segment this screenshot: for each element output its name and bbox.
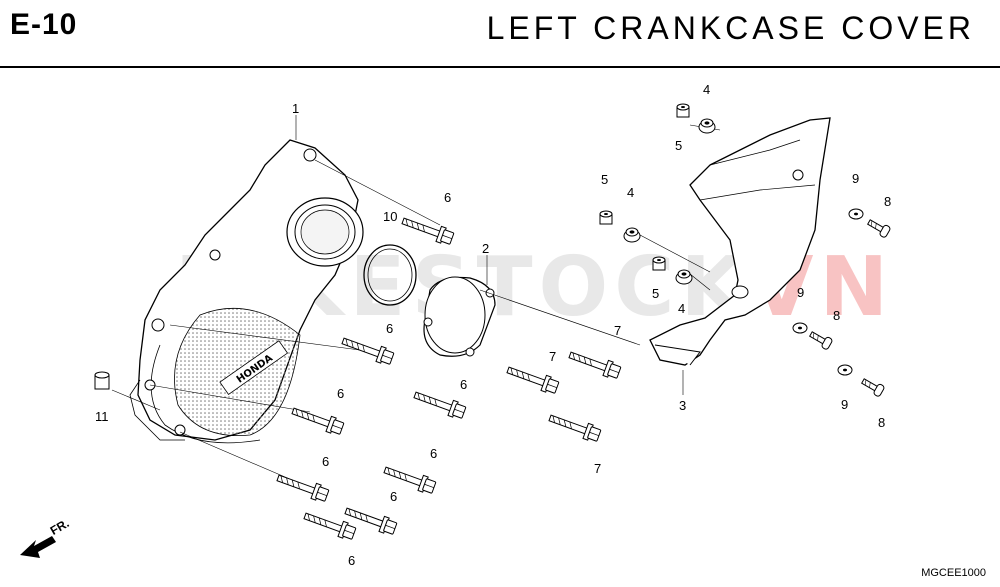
callout-11: 11 — [95, 409, 109, 424]
callout-6: 6 — [386, 321, 393, 336]
callout-6: 6 — [444, 190, 451, 205]
cap-cover — [423, 276, 496, 357]
callout-8: 8 — [884, 194, 891, 209]
page-title: LEFT CRANKCASE COVER — [486, 10, 975, 46]
sprocket-cover — [649, 117, 831, 366]
section-code: E-10 — [10, 8, 78, 41]
callout-9: 9 — [797, 285, 804, 300]
callout-6: 6 — [460, 377, 467, 392]
callout-4: 4 — [627, 185, 634, 200]
header-divider — [0, 66, 1000, 68]
callout-5: 5 — [601, 172, 608, 187]
dowel-pin — [94, 371, 110, 390]
callout-6: 6 — [337, 386, 344, 401]
callout-6: 6 — [322, 454, 329, 469]
callout-7: 7 — [549, 349, 556, 364]
callout-8: 8 — [833, 308, 840, 323]
callout-labels: 1 2 3 4 4 4 5 5 5 6 6 6 6 6 6 6 6 7 7 7 … — [95, 82, 891, 568]
callout-10: 10 — [383, 209, 397, 224]
callout-7: 7 — [614, 323, 621, 338]
callout-2: 2 — [482, 241, 489, 256]
callout-9: 9 — [841, 397, 848, 412]
callout-5: 5 — [675, 138, 682, 153]
front-arrow-icon — [20, 536, 56, 558]
callout-7: 7 — [594, 461, 601, 476]
callout-6: 6 — [430, 446, 437, 461]
callout-5: 5 — [652, 286, 659, 301]
callout-6: 6 — [348, 553, 355, 568]
drawing-code: MGCEE1000 — [921, 567, 986, 579]
left-crankcase-cover: HONDA — [129, 139, 364, 444]
callout-8: 8 — [878, 415, 885, 430]
callout-1: 1 — [292, 101, 299, 116]
callout-4: 4 — [678, 301, 685, 316]
callout-6: 6 — [390, 489, 397, 504]
o-ring — [363, 244, 417, 306]
callout-3: 3 — [679, 398, 686, 413]
callout-4: 4 — [703, 82, 710, 97]
callout-9: 9 — [852, 171, 859, 186]
